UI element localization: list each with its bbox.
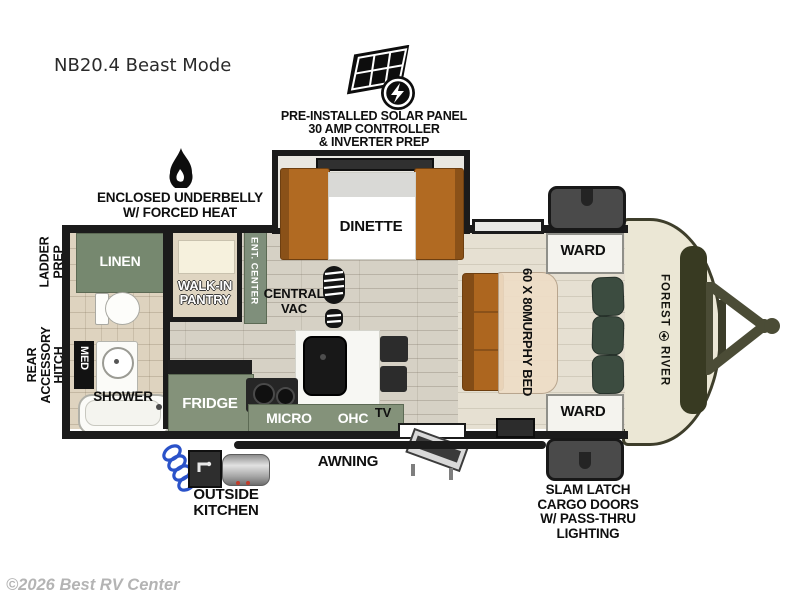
- tv-label: TV: [374, 405, 392, 420]
- dinette-label: DINETTE: [339, 218, 403, 235]
- dinette-table: [328, 172, 416, 260]
- bootprint-icon: [323, 266, 345, 328]
- sofa-cushion-line-2: [474, 349, 502, 351]
- rear-accessory-hitch-label: REAR ACCESSORY HITCH: [24, 326, 66, 404]
- solar-panel-icon: [346, 45, 415, 110]
- cargo-door-top-latch: [581, 189, 593, 206]
- step-leg-right: [449, 468, 453, 480]
- dinette-bench-right: [414, 168, 464, 260]
- forest-river-emblem-icon: [659, 331, 669, 342]
- wall-top-right: [468, 225, 628, 233]
- shower-label: SHOWER: [93, 389, 153, 404]
- awning-label: AWNING: [317, 453, 379, 470]
- dinette-table-shade: [329, 173, 415, 197]
- wall-bottom-left: [62, 431, 400, 439]
- pantry-label: WALK-IN PANTRY: [177, 278, 233, 307]
- outside-kitchen-faucet-icon: [197, 461, 212, 472]
- vanity-faucet: [114, 359, 119, 364]
- micro-label: MICRO: [266, 410, 312, 426]
- slam-latch-callout: SLAM LATCH CARGO DOORS W/ PASS-THRU LIGH…: [537, 482, 639, 541]
- dinette-bench-left: [280, 168, 330, 260]
- shower-head: [156, 404, 162, 410]
- bedroom-top-window: [472, 219, 544, 234]
- wardrobe-rear: [546, 233, 624, 274]
- wall-bottom-right: [464, 431, 628, 439]
- page-title: NB20.4 Beast Mode: [54, 55, 232, 76]
- ohc-label: OHC: [337, 410, 369, 426]
- murphy-bed-overlay: [498, 272, 558, 394]
- kitchen-counter-edge: [168, 360, 252, 374]
- sofa-cushion-line-1: [474, 311, 502, 313]
- pantry-shelf: [178, 240, 235, 274]
- med-label: MED: [78, 346, 91, 370]
- dining-chair-bottom: [380, 366, 407, 392]
- cargo-door-bottom-latch: [579, 452, 591, 469]
- brand-word-forest: FOREST: [658, 273, 671, 327]
- dining-chair-top: [380, 336, 408, 362]
- wall-top-left: [62, 225, 274, 233]
- linen-label: LINEN: [99, 253, 141, 269]
- toilet-bowl: [105, 292, 140, 325]
- entry-step-tread: [413, 435, 462, 463]
- outside-kitchen-griddle: [222, 454, 270, 486]
- bathroom-wall: [163, 233, 170, 429]
- solar-callout: PRE-INSTALLED SOLAR PANEL 30 AMP CONTROL…: [280, 109, 468, 149]
- kitchen-sink: [303, 336, 347, 396]
- ward-front-label: WARD: [560, 403, 606, 420]
- ent-center-label: ENT. CENTER: [248, 237, 260, 305]
- outside-kitchen-sink: [188, 450, 222, 488]
- bottom-window: [496, 418, 535, 438]
- murphy-bed-label: 60 X 80 MURPHY BED: [519, 267, 535, 397]
- bed-pillow-3: [591, 354, 625, 395]
- bed-pillow-2: [591, 315, 625, 356]
- griddle-knob-2: [246, 481, 250, 485]
- tongue-hitch: [706, 282, 780, 375]
- ward-rear-label: WARD: [560, 242, 606, 259]
- brand-word-river: RIVER: [658, 346, 671, 387]
- shower-tub-inner: [85, 400, 161, 426]
- wall-rear: [62, 225, 70, 437]
- outside-kitchen-callout: OUTSIDE KITCHEN: [193, 486, 259, 519]
- awning-rail: [234, 441, 546, 449]
- flame-icon: [169, 148, 193, 188]
- watermark: ©2026 Best RV Center: [6, 576, 180, 594]
- fridge-label: FRIDGE: [182, 395, 238, 412]
- dinette-top-window: [316, 158, 434, 171]
- front-cap-graphic: [680, 246, 707, 414]
- sink-drain: [320, 354, 326, 360]
- med-cabinet: [74, 341, 94, 389]
- forest-river-logo: FOREST RIVER: [654, 250, 674, 410]
- burner-left: [253, 383, 275, 405]
- bed-pillow-1: [591, 276, 625, 317]
- central-vac-label: CENTRAL VAC: [263, 286, 325, 316]
- step-leg-left: [411, 464, 415, 476]
- griddle-knob-1: [236, 481, 240, 485]
- micro-ohc-cabinet: [248, 404, 404, 434]
- underbelly-callout: ENCLOSED UNDERBELLY W/ FORCED HEAT: [97, 190, 263, 220]
